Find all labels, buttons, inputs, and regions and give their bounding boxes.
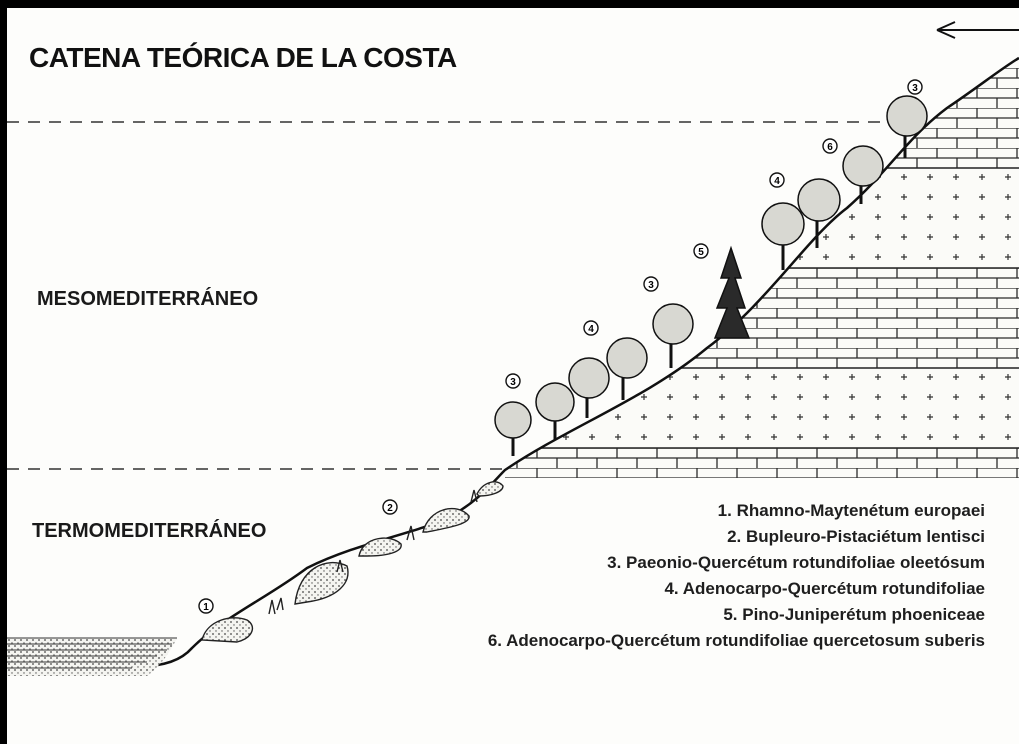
- svg-text:5: 5: [698, 247, 704, 258]
- direction-arrow-icon: [936, 21, 1019, 39]
- vegetation-markers: 1 2 3 4 3 5 4 6 3: [198, 79, 923, 614]
- legend-item: 1. Rhamno-Maytenétum europaei: [717, 501, 985, 520]
- zone-label-meso: MESOMEDITERRÁNEO: [37, 288, 259, 310]
- svg-text:1: 1: [203, 602, 209, 613]
- tree: [886, 95, 928, 158]
- svg-text:2: 2: [387, 503, 393, 514]
- tree: [535, 382, 575, 440]
- tree: [652, 303, 694, 368]
- svg-text:4: 4: [588, 324, 594, 335]
- tree: [606, 337, 648, 400]
- marker-3: 3: [505, 373, 521, 389]
- marker-6: 6: [822, 138, 838, 154]
- tree-vegetation: [494, 95, 928, 456]
- marker-4: 4: [769, 172, 785, 188]
- svg-text:3: 3: [912, 83, 918, 94]
- tree: [494, 401, 532, 456]
- tree: [842, 145, 884, 204]
- catena-illustration: 1 2 3 4 3 5 4 6 3: [7, 21, 1019, 744]
- svg-text:3: 3: [510, 377, 516, 388]
- sea: [7, 637, 177, 676]
- marker-2: 2: [382, 499, 398, 515]
- marker-3: 3: [643, 276, 659, 292]
- tree: [797, 178, 841, 248]
- tree: [761, 202, 805, 270]
- legend: 1. Rhamno-Maytenétum europaei 2. Bupleur…: [488, 498, 985, 654]
- legend-item: 4. Adenocarpo-Quercétum rotundifoliae: [664, 579, 985, 598]
- marker-4: 4: [583, 320, 599, 336]
- marker-3: 3: [907, 79, 923, 95]
- svg-text:4: 4: [774, 176, 780, 187]
- tree: [568, 357, 610, 418]
- legend-item: 2. Bupleuro-Pistaciétum lentisci: [727, 527, 985, 546]
- shrub-vegetation: [201, 481, 504, 643]
- diagram-frame: 1 2 3 4 3 5 4 6 3 CATENA TEÓRICA DE LA C…: [7, 8, 1019, 744]
- marker-1: 1: [198, 598, 214, 614]
- page-title: CATENA TEÓRICA DE LA COSTA: [29, 42, 457, 73]
- zone-label-termo: TERMOMEDITERRÁNEO: [32, 520, 267, 542]
- svg-text:6: 6: [827, 142, 833, 153]
- legend-item: 3. Paeonio-Quercétum rotundifoliae oleet…: [607, 553, 985, 572]
- legend-item: 5. Pino-Juniperétum phoeniceae: [723, 605, 985, 624]
- marker-5: 5: [693, 243, 709, 259]
- svg-text:3: 3: [648, 280, 654, 291]
- pine-tree: [713, 245, 751, 339]
- legend-item: 6. Adenocarpo-Quercétum rotundifoliae qu…: [487, 631, 985, 650]
